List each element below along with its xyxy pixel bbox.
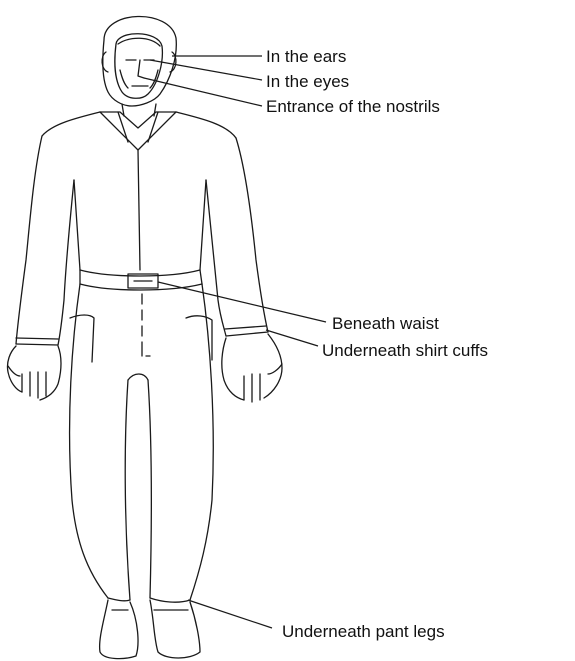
label-cuffs: Underneath shirt cuffs [322, 341, 488, 360]
coverall-body [16, 112, 268, 602]
leader-pant-legs [188, 600, 272, 628]
labels: In the ears In the eyes Entrance of the … [266, 47, 488, 641]
label-nostrils: Entrance of the nostrils [266, 97, 440, 116]
shoes [100, 600, 200, 659]
right-hand [222, 334, 282, 402]
head [102, 16, 176, 106]
leader-lines [144, 56, 326, 628]
label-ears: In the ears [266, 47, 346, 66]
collar [100, 104, 176, 150]
leader-cuffs [266, 330, 318, 346]
left-hand [7, 346, 61, 400]
label-pant-legs: Underneath pant legs [282, 622, 445, 641]
label-waist: Beneath waist [332, 314, 439, 333]
label-eyes: In the eyes [266, 72, 349, 91]
leader-eyes [150, 60, 262, 80]
leader-waist [158, 282, 326, 322]
